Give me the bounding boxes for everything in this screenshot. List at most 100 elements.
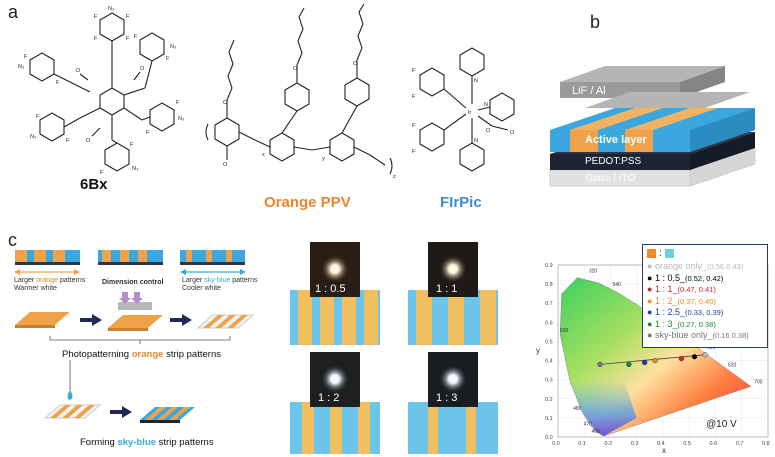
svg-text:F: F [412,68,416,74]
legend-dot-icon: ● [647,261,655,271]
legend-dot-icon: ● [647,284,655,294]
svg-text:O: O [223,162,228,168]
cie-horseshoe-blue [569,379,637,436]
svg-text:F: F [130,142,134,148]
legend-dot-icon: ● [647,295,655,306]
photopatterning-step [15,292,255,331]
molecule-6bx-name: 6Bx [80,176,108,193]
cie-data-point [626,361,632,367]
legend-entry-coords: (0.27, 0.38) [677,319,716,329]
panel-label-b: b [590,12,601,32]
svg-text:N₃: N₃ [132,166,138,172]
cie-x-tick-label: 0.4 [657,441,665,447]
forming-step [43,360,195,423]
svg-text:F: F [94,36,98,42]
legend-entry-coords: (0.37, 0.40) [677,296,716,306]
layer-label-glass-ito: Glass / ITO [585,173,636,184]
structure-firpic [419,47,515,172]
legend-dot-icon: ● [647,272,655,283]
legend-entry-label: 1 : 2.5_ [654,307,685,317]
cie-legend-entry: ● 1 : 2.5_(0.33, 0.39) [647,307,763,319]
cie-y-tick-label: 0.9 [545,263,553,269]
caption-dimension-control: Dimension control [102,279,164,286]
cie-y-tick-label: 0.6 [545,320,553,326]
cie-legend-entry: ● 1 : 0.5_(0.52, 0.42) [647,273,763,285]
caption-cooler: Larger sky-blue patterns Cooler white [182,277,258,292]
cie-legend-entry: ● sky-blue only_(0.16 0.38) [647,330,763,342]
cie-data-point [597,361,603,367]
cie-data-point [642,359,648,366]
svg-text:F: F [56,80,60,86]
substrate-warm [15,250,80,265]
cie-wavelength-label: 470 [584,422,593,428]
cie-wavelength-label: 620 [728,362,737,368]
svg-text:F: F [166,56,170,62]
cie-x-tick-label: 0.2 [605,441,613,447]
cie-wavelength-label: 600 [707,345,716,351]
photo-ratio-1-1 [408,242,498,345]
cie-y-tick-label: 0.3 [545,378,553,384]
cie-y-tick-label: 0.5 [545,339,553,345]
cie-x-tick-label: 0.5 [683,441,691,447]
legend-entry-coords: (0.47, 0.41) [677,285,716,294]
caption-photopatterning: Photopatterning orange strip patterns [62,349,221,360]
cie-y-ticks: 0.00.10.20.30.40.50.60.70.80.9 [545,263,553,441]
layer-label-lif-al: LiF / Al [572,85,606,97]
sky-blue-swatch [664,249,674,258]
svg-text:F: F [412,123,416,129]
svg-text:O: O [76,68,81,74]
svg-text:N₃: N₃ [108,6,114,12]
svg-text:x: x [262,152,265,158]
legend-entry-coords: (0.16 0.38) [712,331,749,340]
cie-x-tick-label: 0.1 [578,441,586,447]
cie-y-label: y [536,346,540,355]
substrate-cool [180,250,245,265]
svg-text:O: O [353,61,358,67]
photo-ratio-1-3 [408,352,498,454]
ratio-label-4: 1 : 3 [436,392,458,404]
svg-text:F: F [176,100,180,106]
orange-swatch [647,249,656,258]
svg-text:F: F [412,94,416,100]
cie-legend: : ● orange only_(0.56 0.43)● 1 : 0.5_(0.… [642,244,768,348]
legend-entry-coords: (0.33, 0.39) [684,308,724,317]
structure-6bx [29,12,175,172]
cie-y-tick-label: 0.7 [545,301,553,307]
cie-voltage: @10 V [706,419,737,430]
cie-x-tick-label: 0.3 [631,441,639,447]
svg-text:O: O [140,66,145,72]
cie-data-point [652,357,658,364]
svg-text:N: N [474,138,478,144]
cie-y-tick-label: 0.2 [545,397,553,403]
cie-wavelength-label: 540 [613,282,622,288]
svg-text:O: O [510,130,515,136]
svg-text:Ir: Ir [468,110,472,116]
cie-data-line [599,354,706,365]
legend-dot-icon: ● [647,318,655,329]
ratio-label-2: 1 : 1 [436,283,458,295]
molecule-ppv-name: Orange PPV [264,194,351,211]
svg-text:N₃: N₃ [18,64,24,70]
svg-text:O: O [223,100,228,106]
photo-ratio-1-0-5 [290,242,380,345]
svg-text:N: N [484,102,488,108]
legend-entry-label: 1 : 2_ [654,295,678,306]
ratio-label-1: 1 : 0.5 [315,283,346,295]
legend-entry-coords: (0.56 0.43) [706,262,744,271]
cie-x-tick-label: 0.7 [736,441,744,447]
legend-dot-icon: ● [647,330,655,340]
cie-legend-entry: ● 1 : 2_(0.37, 0.40) [647,296,763,308]
cie-wavelength-label: 460 [592,429,601,435]
cie-y-tick-label: 0.0 [545,435,553,441]
legend-entry-coords: (0.52, 0.42) [684,273,724,283]
svg-text:y: y [322,156,325,162]
cie-data-point [691,354,698,360]
svg-text:F: F [126,36,130,42]
legend-entry-label: 1 : 3_ [654,318,678,329]
panel-label-a: a [8,2,19,22]
svg-text:F: F [66,138,70,144]
structure-orange-ppv-labels: O O O O x y z [223,61,396,180]
svg-text:N₃: N₃ [170,44,176,50]
svg-text:O: O [486,128,491,134]
